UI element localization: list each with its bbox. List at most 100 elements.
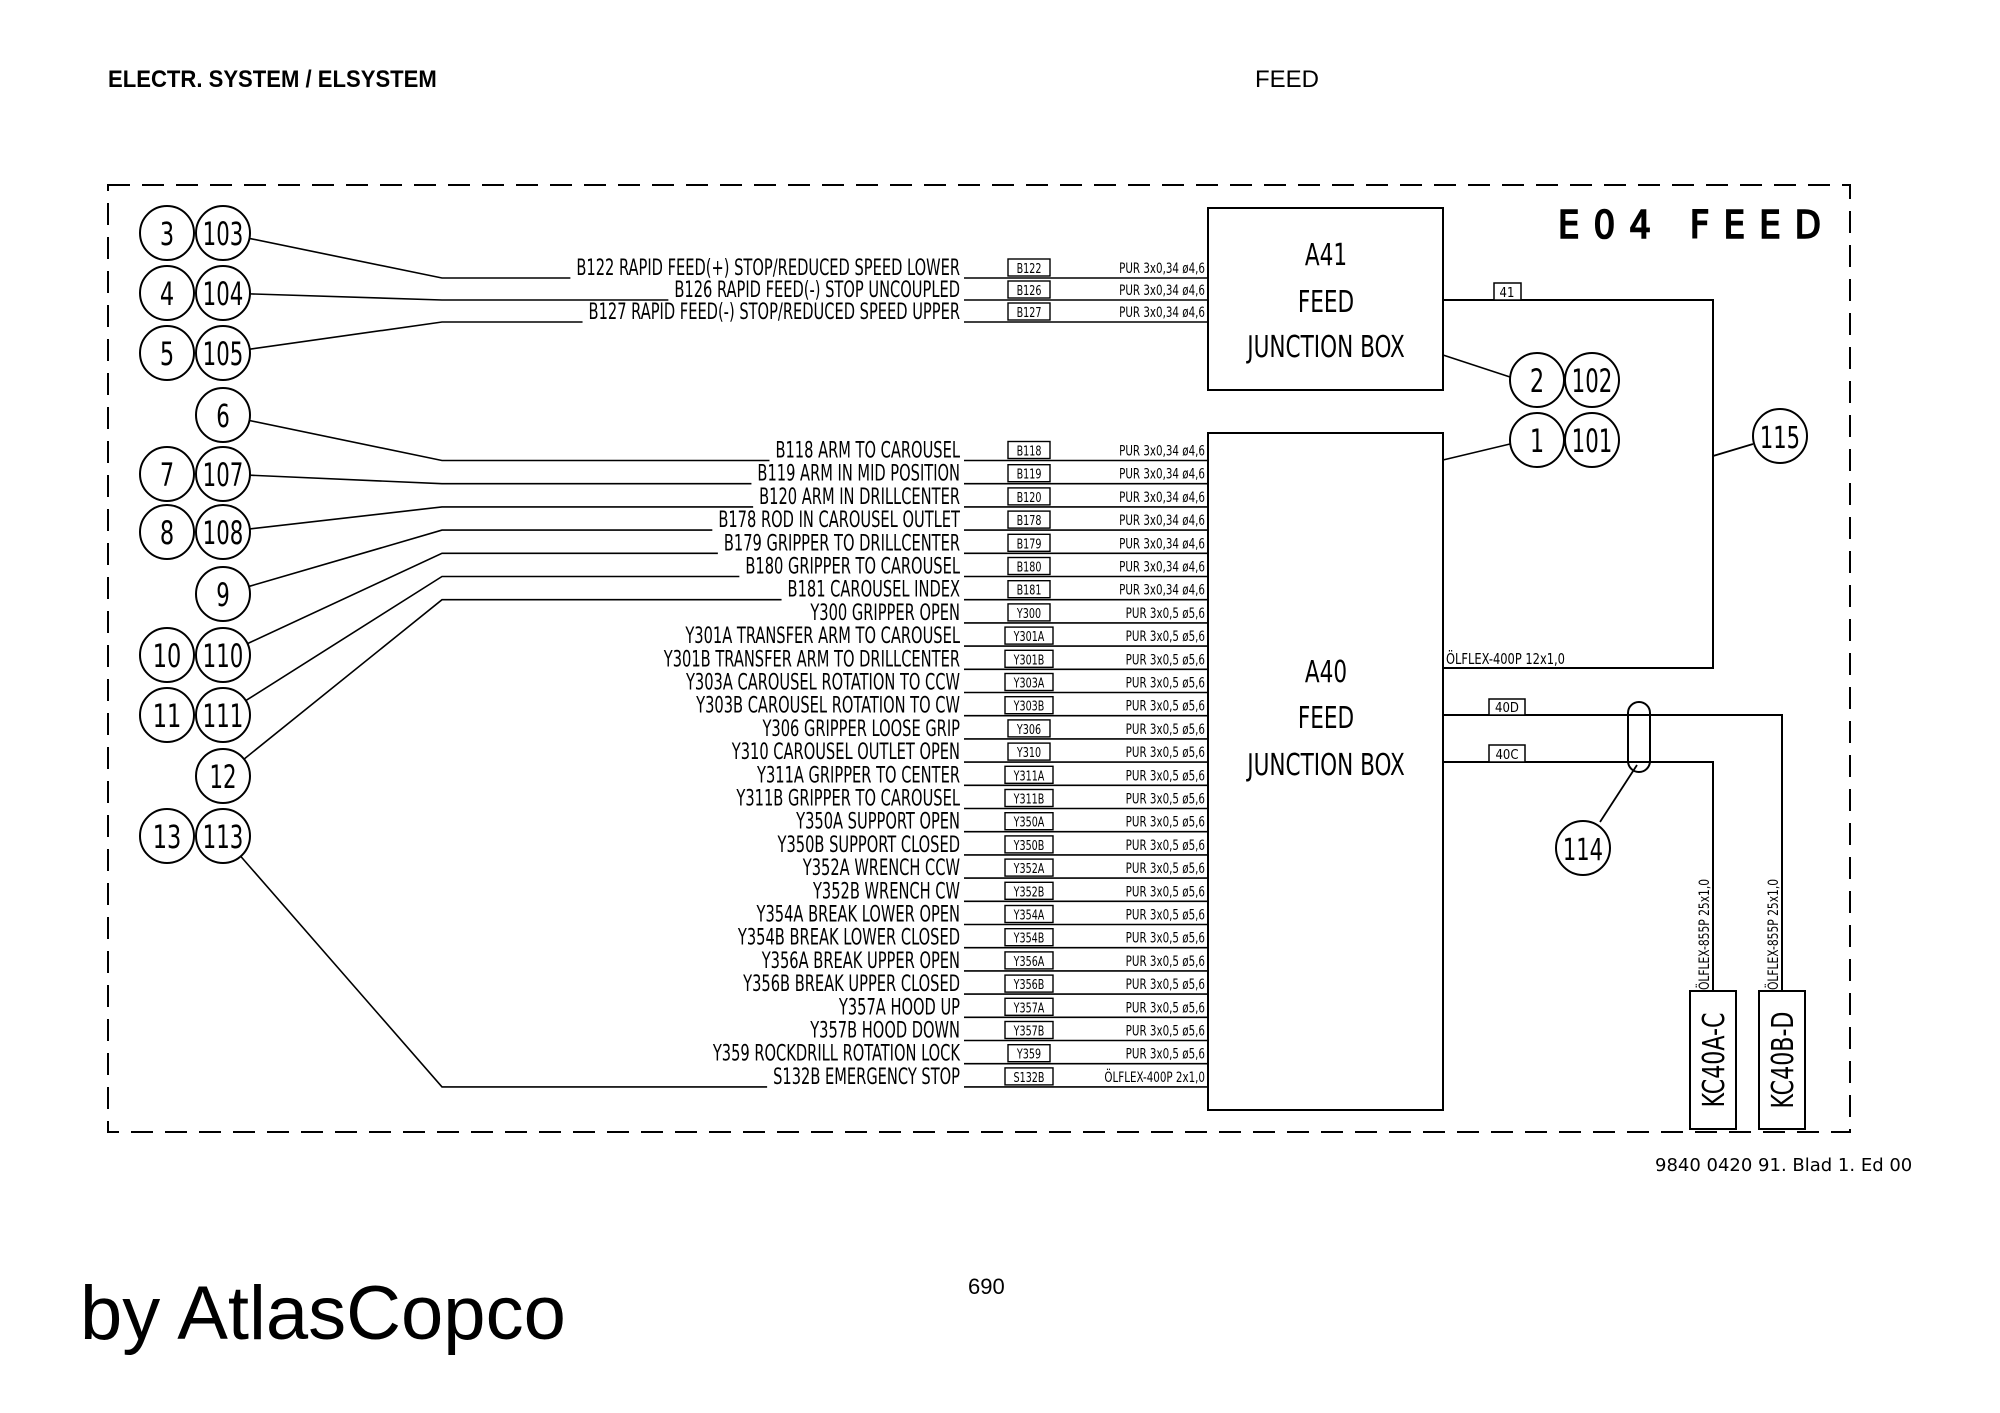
callout-9[interactable]: 9 xyxy=(195,529,713,622)
signal-row-b122[interactable]: B122 RAPID FEED(+) STOP/REDUCED SPEED LO… xyxy=(576,255,1208,281)
leader-line xyxy=(240,855,768,1088)
cable-spec: PUR 3x0,5 ø5,6 xyxy=(1126,931,1205,947)
signal-description: B120 ARM IN DRILLCENTER xyxy=(759,483,960,509)
signal-rows: B122 RAPID FEED(+) STOP/REDUCED SPEED LO… xyxy=(576,255,1208,1090)
junction-box-a40[interactable]: A40 FEED JUNCTION BOX xyxy=(1207,432,1444,1111)
callout-108[interactable]: 8 108 xyxy=(139,504,754,560)
signal-description: Y301A TRANSFER ARM TO CAROUSEL xyxy=(685,623,961,649)
callout-inner-label: 13 xyxy=(153,818,182,856)
leader-line xyxy=(243,598,782,760)
signal-tag: Y350B xyxy=(1013,838,1045,853)
a40-d-cable: 40D xyxy=(1443,698,1783,994)
cable-spec: PUR 3x0,5 ø5,6 xyxy=(1126,977,1205,993)
signal-tag: B127 xyxy=(1017,305,1042,320)
connector-kc40a-c[interactable]: KC40A-C xyxy=(1689,990,1737,1130)
callout-inner-label: 8 xyxy=(160,514,174,552)
callout-outer-label: 108 xyxy=(203,514,244,552)
signal-tag: Y356A xyxy=(1013,954,1045,969)
signal-description: B179 GRIPPER TO DRILLCENTER xyxy=(724,530,960,556)
leader-line xyxy=(249,237,571,279)
signal-tag: B181 xyxy=(1017,583,1042,598)
signal-row-b127[interactable]: B127 RAPID FEED(-) STOP/REDUCED SPEED UP… xyxy=(589,299,1208,325)
callout-12[interactable]: 12 xyxy=(195,598,782,804)
cable-spec: PUR 3x0,34 ø4,6 xyxy=(1119,261,1205,277)
signal-tag: Y301A xyxy=(1013,629,1045,644)
signal-tag: Y300 xyxy=(1016,606,1041,621)
signal-tag: B119 xyxy=(1017,467,1042,482)
callout-inner-label: 10 xyxy=(153,637,182,675)
signal-tag: Y357A xyxy=(1013,1000,1045,1015)
signal-tag: Y303B xyxy=(1013,699,1045,714)
callout-115[interactable] xyxy=(1752,408,1808,464)
cable-spec: PUR 3x0,5 ø5,6 xyxy=(1126,652,1205,668)
signal-description: Y311B GRIPPER TO CAROUSEL xyxy=(736,785,961,811)
a40-label-3: JUNCTION BOX xyxy=(1245,748,1404,782)
connector-kc40b-d[interactable]: KC40B-D xyxy=(1758,990,1806,1130)
callout-6[interactable]: 6 xyxy=(195,387,770,462)
signal-description: Y303B CAROUSEL ROTATION TO CW xyxy=(695,692,960,718)
leader-line xyxy=(249,321,583,351)
cable-spec: PUR 3x0,5 ø5,6 xyxy=(1126,815,1205,831)
a41-label-3: JUNCTION BOX xyxy=(1245,330,1404,364)
signal-description: B127 RAPID FEED(-) STOP/REDUCED SPEED UP… xyxy=(589,299,960,325)
diagram-frame xyxy=(107,184,1851,1133)
callout-114[interactable] xyxy=(1555,820,1611,876)
junction-box-a41[interactable]: A41 FEED JUNCTION BOX xyxy=(1207,207,1444,391)
signal-description: Y359 ROCKDRILL ROTATION LOCK xyxy=(712,1040,960,1066)
signal-description: Y352A WRENCH CCW xyxy=(802,855,960,881)
cable-spec: PUR 3x0,5 ø5,6 xyxy=(1126,791,1205,807)
callout-outer-label: 101 xyxy=(1572,422,1613,460)
signal-description: B119 ARM IN MID POSITION xyxy=(757,460,960,486)
signal-description: Y311A GRIPPER TO CENTER xyxy=(756,762,960,788)
signal-description: Y354A BREAK LOWER OPEN xyxy=(756,901,960,927)
cable-spec: PUR 3x0,34 ø4,6 xyxy=(1119,513,1205,529)
signal-description: Y306 GRIPPER LOOSE GRIP xyxy=(762,715,960,741)
signal-tag: Y352B xyxy=(1013,884,1045,899)
signal-description: Y301B TRANSFER ARM TO DRILLCENTER xyxy=(663,646,960,672)
callout-outer-label: 104 xyxy=(203,275,244,313)
callout-outer-label: 111 xyxy=(203,697,244,735)
a41-label-2: FEED xyxy=(1298,285,1354,319)
kc-b-cable-label: ÖLFLEX-855P 25x1,0 xyxy=(1764,879,1782,990)
leader-line xyxy=(249,419,770,462)
signal-tag: B120 xyxy=(1017,490,1042,505)
